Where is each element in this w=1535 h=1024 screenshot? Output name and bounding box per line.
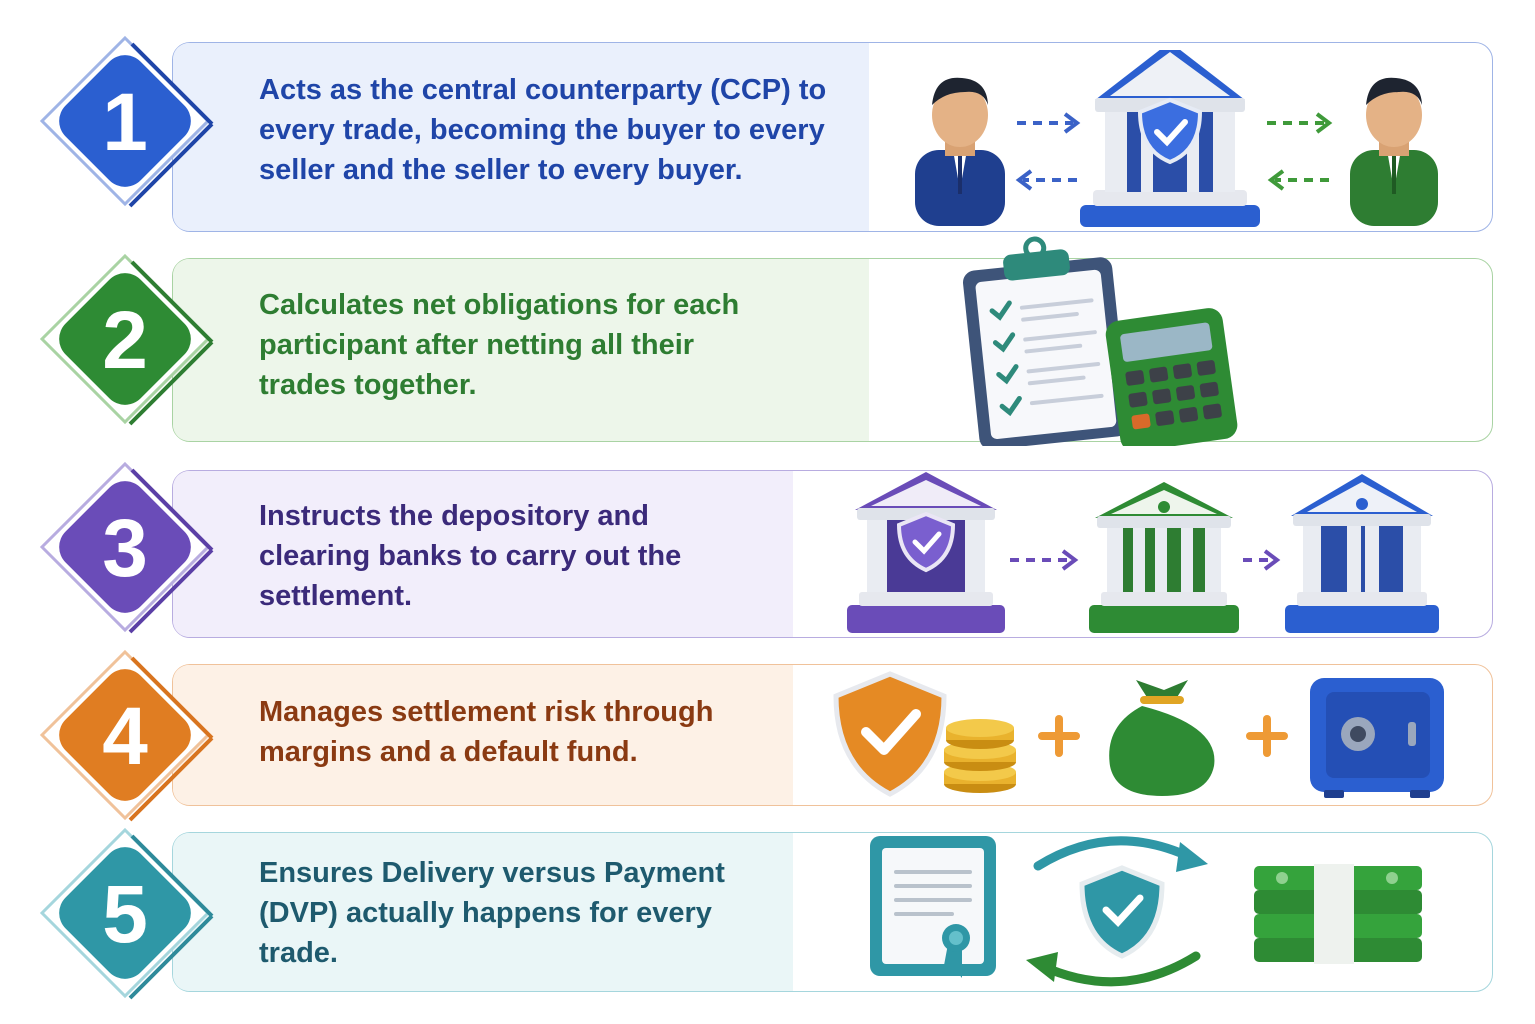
step-1-text: Acts as the central counterparty (CCP) t… (259, 74, 827, 186)
certificate-icon (870, 836, 996, 978)
plus-icon-2 (1246, 715, 1288, 757)
arrows-left (1015, 112, 1081, 191)
step-4-card (172, 664, 1493, 806)
step-1-number: 1 (102, 77, 148, 168)
calculator-icon (1105, 308, 1238, 446)
money-bag-icon (1109, 680, 1215, 796)
step-5-illustration (870, 836, 1422, 987)
plus-icon (1038, 715, 1080, 757)
step-2-number: 2 (102, 295, 148, 386)
step-2-illustration (963, 236, 1238, 446)
clearing-bank-green-icon (1089, 482, 1239, 633)
dvp-exchange-shield-icon (1026, 836, 1208, 987)
step-3-text: Instructs the depository and clearing ba… (259, 500, 682, 612)
step-4-illustration (833, 671, 1444, 798)
seller-person-icon (1350, 77, 1438, 226)
step-2-badge: 2 (30, 248, 220, 438)
arrows-right (1267, 112, 1333, 191)
step-2-card (172, 258, 1493, 442)
arrow-to-blue-bank (1243, 549, 1281, 571)
step-2-text: Calculates net obligations for each part… (259, 289, 740, 401)
clearing-bank-blue-icon (1285, 474, 1439, 633)
margin-shield-icon (833, 671, 947, 797)
step-3-number: 3 (102, 503, 148, 594)
depository-bank-icon (847, 472, 1005, 633)
step-1-illustration (915, 50, 1438, 227)
step-5-text: Ensures Delivery versus Payment (DVP) ac… (259, 857, 725, 969)
clipboard-checklist-icon (963, 236, 1129, 446)
arrow-to-clearing-bank (1010, 549, 1079, 571)
step-4-text: Manages settlement risk through margins … (259, 696, 714, 768)
step-3-illustration (847, 472, 1439, 633)
coins-icon (944, 719, 1016, 793)
buyer-person-icon (915, 77, 1005, 226)
step-5-number: 5 (102, 869, 148, 960)
vault-safe-icon (1310, 678, 1444, 798)
step-4-badge: 4 (30, 644, 220, 834)
step-3-badge: 3 (30, 456, 220, 646)
step-3-card (172, 470, 1493, 638)
cash-stack-icon (1254, 864, 1422, 964)
step-1-card (172, 42, 1493, 232)
step-1-badge: 1 (30, 30, 220, 220)
step-5-badge: 5 (30, 822, 220, 1012)
step-4-number: 4 (102, 691, 148, 782)
ccp-bank-shield-icon (1080, 50, 1260, 227)
